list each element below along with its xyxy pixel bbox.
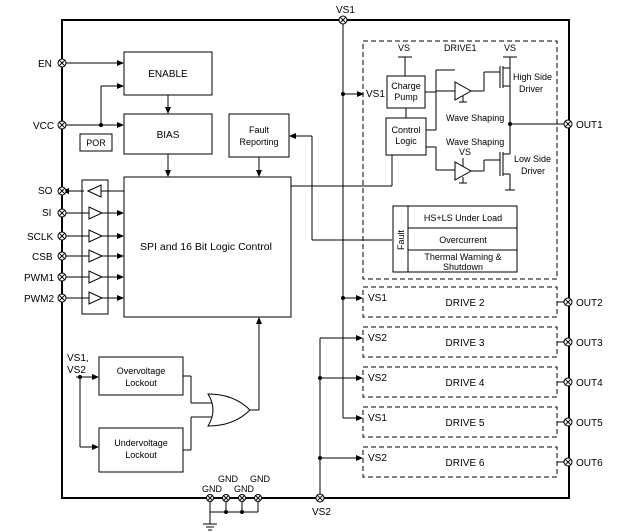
- low-side-vs-label: VS: [459, 147, 471, 157]
- gnd-label-1: GND: [202, 484, 223, 494]
- pin-label-sclk: SCLK: [27, 232, 53, 243]
- fault-reporting-block: [228, 113, 290, 158]
- fault-reporting-label-2: Reporting: [239, 137, 278, 147]
- bias-label: BIAS: [157, 130, 180, 141]
- pin-label-csb: CSB: [32, 252, 53, 263]
- enable-label: ENABLE: [148, 69, 188, 80]
- bias-block: [123, 113, 213, 155]
- high-side-label-1: High Side: [513, 72, 552, 82]
- low-side-mosfet: [496, 124, 515, 191]
- drive-5-name: DRIVE 5: [446, 418, 485, 429]
- wave-shaping-1-label: Wave Shaping: [446, 113, 504, 123]
- pin-label-pwm2: PWM2: [24, 294, 54, 305]
- control-logic-label-1: Control: [391, 125, 420, 135]
- drive-4-supply: VS2: [368, 373, 387, 384]
- fault-row-thermal: Thermal Warning &: [424, 252, 501, 262]
- drive-3-supply: VS2: [368, 333, 387, 344]
- pin-label-vs1-top: VS1: [336, 5, 355, 16]
- left-pins: EN VCC SO SI SCLK CSB PWM1 PWM2: [24, 59, 54, 305]
- spi-logic-block: [123, 176, 292, 318]
- fault-row-under-load: HS+LS Under Load: [424, 213, 502, 223]
- low-side-label-1: Low Side: [514, 154, 551, 164]
- or-gate: [207, 393, 251, 427]
- charge-pump-label-1: Charge: [391, 81, 421, 91]
- fault-reporting-label-1: Fault: [249, 125, 270, 135]
- drive1-block: [362, 40, 558, 280]
- pin-label-out6: OUT6: [576, 458, 603, 469]
- fault-table: [392, 205, 518, 273]
- gnd-label-4: GND: [250, 474, 271, 484]
- drive1-title: DRIVE1: [444, 43, 477, 53]
- drive-2-supply: VS1: [368, 293, 387, 304]
- vs-input-label-1: VS1,: [67, 353, 89, 364]
- vs-input-label-2: VS2: [67, 365, 86, 376]
- vs1-top-terminal: [338, 15, 348, 25]
- drive-3-block: VS2 DRIVE 3: [362, 326, 568, 358]
- undervoltage-lockout-block: [98, 427, 184, 473]
- gnd-label-2: GND: [218, 474, 239, 484]
- pin-label-out2: OUT2: [576, 298, 603, 309]
- pin-label-out4: OUT4: [576, 378, 603, 389]
- high-side-label-2: Driver: [519, 84, 543, 94]
- input-buffers: [62, 184, 124, 305]
- drive-4-name: DRIVE 4: [446, 378, 485, 389]
- control-logic-block: [385, 117, 427, 156]
- pin-label-vcc: VCC: [33, 121, 54, 132]
- drive-2-block: VS1 DRIVE 2: [362, 286, 568, 318]
- output-pins: OUT1 OUT2 OUT3 OUT4 OUT5 OUT6: [563, 119, 603, 469]
- overvoltage-label-2: Lockout: [125, 378, 157, 388]
- por-label: POR: [86, 138, 106, 148]
- charge-pump-label-2: Pump: [394, 92, 418, 102]
- overvoltage-lockout-block: [98, 356, 184, 396]
- pin-label-vs2-bottom: VS2: [312, 507, 331, 518]
- pin-label-out5: OUT5: [576, 418, 603, 429]
- low-side-amp: [454, 161, 473, 181]
- left-pin-terminals: [57, 58, 67, 303]
- charge-pump-vs-label: VS: [398, 43, 410, 53]
- pin-label-si: SI: [42, 208, 51, 219]
- spi-logic-label: SPI and 16 Bit Logic Control: [140, 241, 272, 253]
- pin-label-out1: OUT1: [576, 120, 603, 131]
- pin-label-out3: OUT3: [576, 338, 603, 349]
- drive-6-name: DRIVE 6: [446, 458, 485, 469]
- pin-label-en: EN: [38, 59, 52, 70]
- overvoltage-label-1: Overvoltage: [117, 366, 166, 376]
- por-block: [79, 133, 113, 152]
- drive-6-supply: VS2: [368, 453, 387, 464]
- drive-6-block: VS2 DRIVE 6: [362, 446, 568, 478]
- fault-table-label: Fault: [396, 229, 406, 250]
- undervoltage-label-2: Lockout: [125, 450, 157, 460]
- drive-2-name: DRIVE 2: [446, 298, 485, 309]
- undervoltage-label-1: Undervoltage: [114, 438, 168, 448]
- high-side-vs-label: VS: [504, 43, 516, 53]
- gnd-label-3: GND: [234, 484, 255, 494]
- drive-3-name: DRIVE 3: [446, 338, 485, 349]
- drive-4-block: VS2 DRIVE 4: [362, 366, 568, 398]
- control-logic-label-2: Logic: [395, 136, 417, 146]
- pin-label-pwm1: PWM1: [24, 273, 54, 284]
- gnd-terminals: [206, 494, 262, 502]
- drive1-vs1-label: VS1: [366, 89, 385, 100]
- wave-shaping-2-label: Wave Shaping: [446, 137, 504, 147]
- vs2-bottom-terminal: [315, 493, 325, 503]
- drive-5-block: VS1 DRIVE 5: [362, 406, 568, 438]
- buffer-column: [81, 179, 109, 315]
- high-side-mosfet: [496, 66, 511, 124]
- low-side-label-2: Driver: [521, 166, 545, 176]
- ground-symbol: [203, 523, 217, 531]
- enable-block: [123, 51, 213, 96]
- fault-row-overcurrent: Overcurrent: [439, 235, 487, 245]
- fault-row-shutdown: Shutdown: [443, 262, 483, 272]
- drive-5-supply: VS1: [368, 413, 387, 424]
- pin-label-so: SO: [38, 186, 53, 197]
